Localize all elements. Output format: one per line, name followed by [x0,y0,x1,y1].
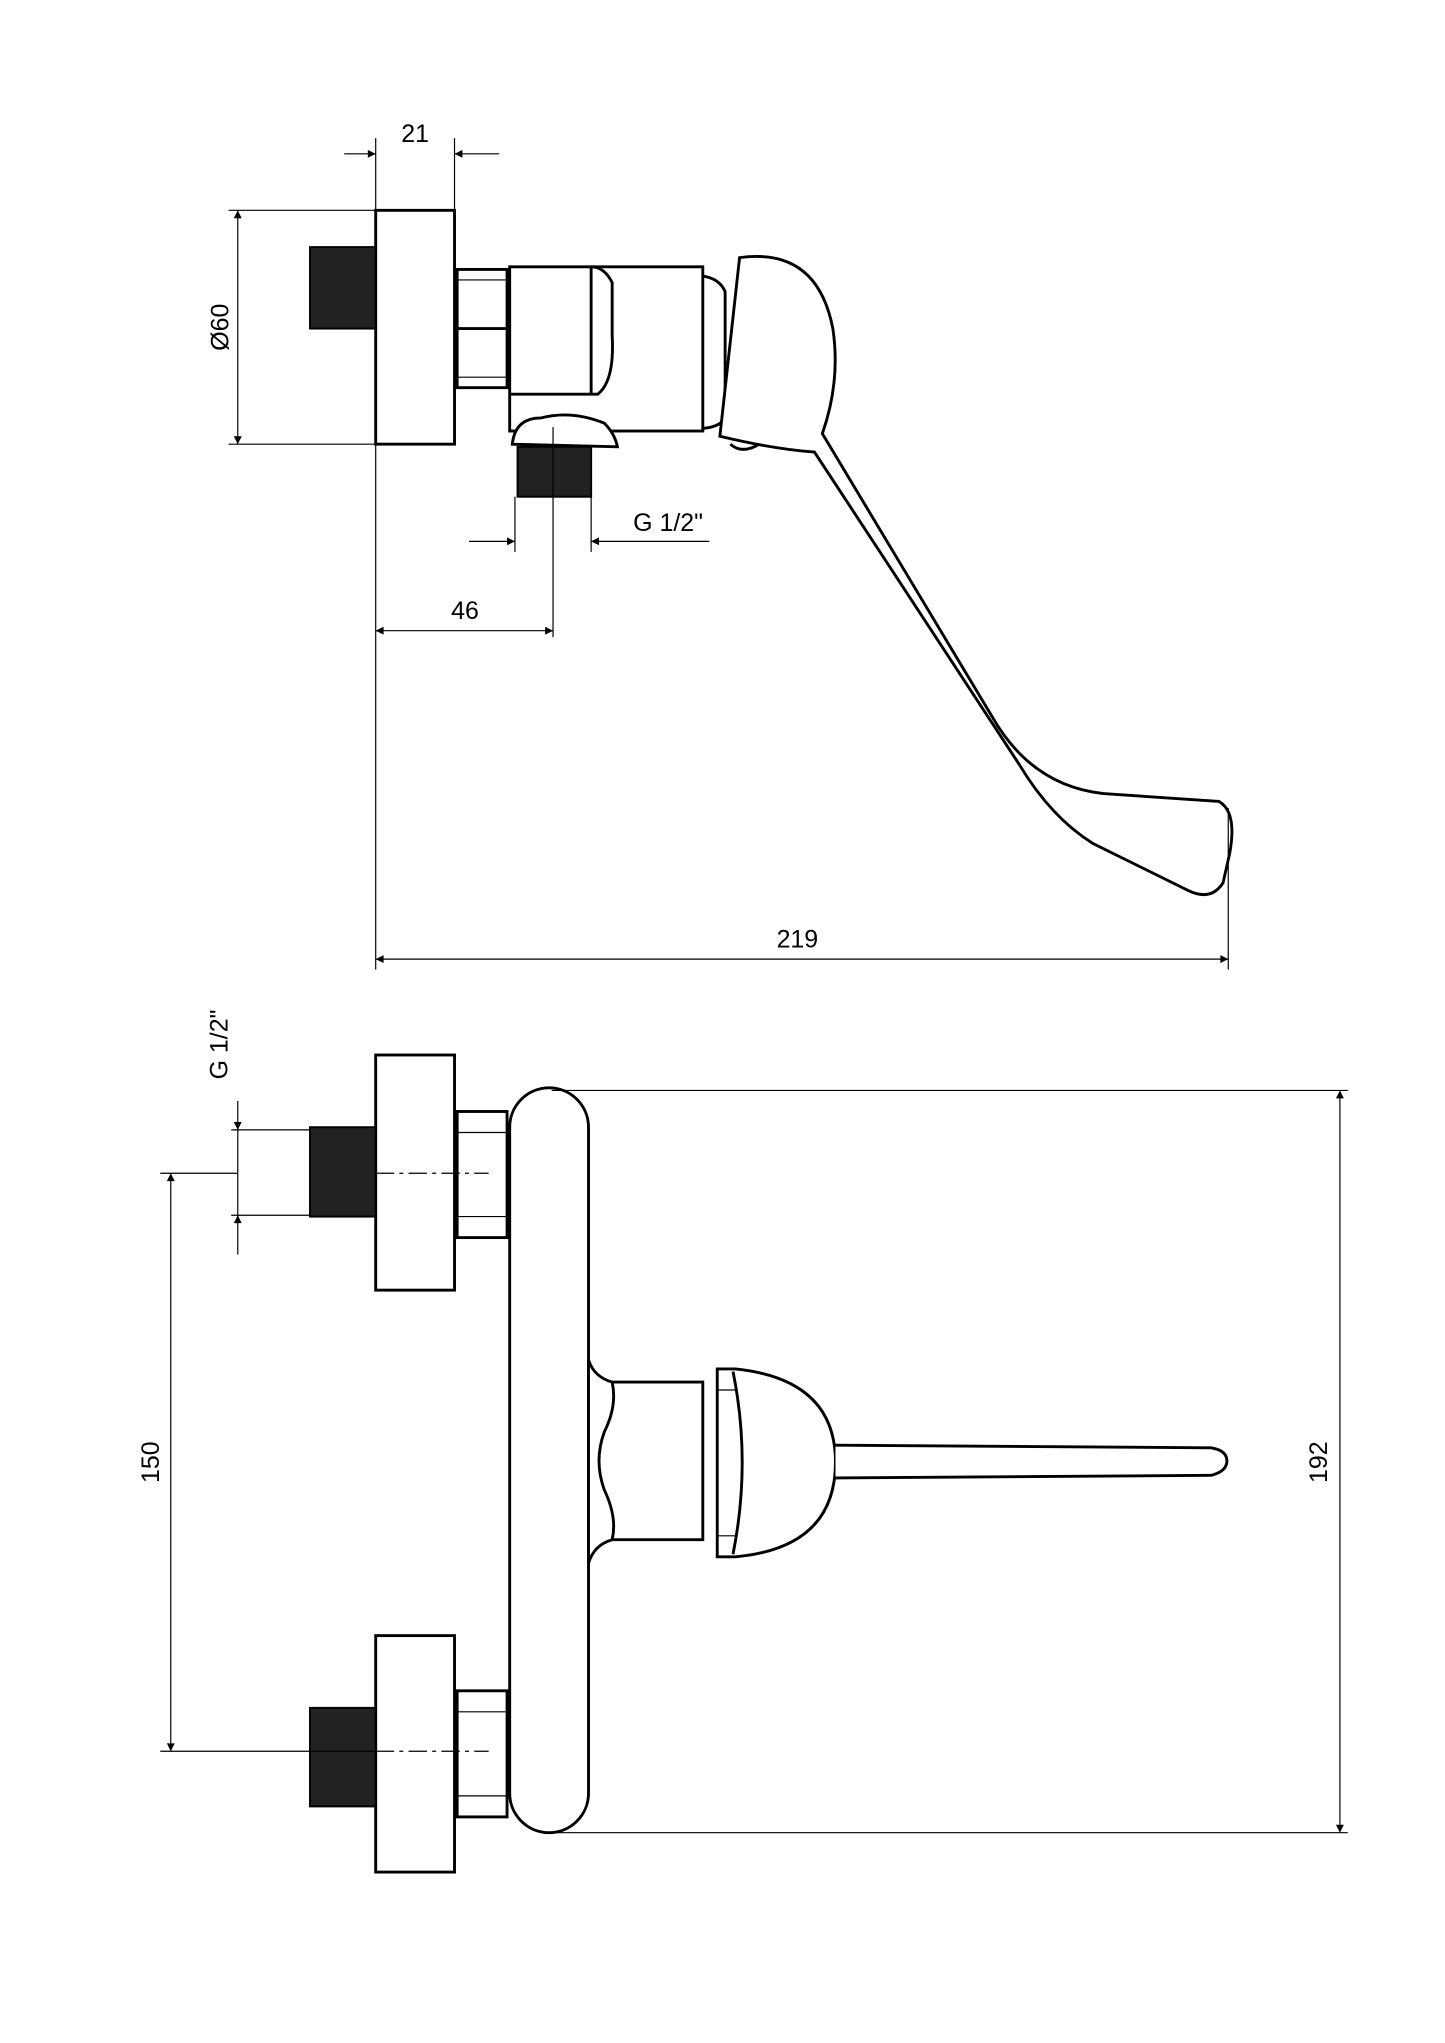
front-view: G 1/2" 150 [137,1010,1348,1874]
dimension-219: 219 [375,444,1229,970]
dimension-21: 21 [344,120,500,211]
dim-label-219: 219 [777,925,819,953]
mixer-body [508,265,727,449]
mixer-body-plate [508,1086,590,1835]
escutcheon-lower [374,1634,456,1874]
dim-label-46: 46 [451,597,479,625]
inlet-thread [309,246,377,330]
inlet-thread-lower [309,1706,377,1808]
hex-nut-lower [455,1689,509,1819]
dimension-192: 192 [551,1089,1348,1834]
hex-nut-upper [455,1110,509,1240]
dim-label-outlet-thread: G 1/2" [633,509,703,537]
dim-label-inlet-thread: G 1/2" [205,1010,233,1080]
lever-handle [718,255,1234,897]
dim-label-192: 192 [1305,1441,1333,1483]
dim-label-21: 21 [401,120,429,148]
escutcheon [374,208,456,446]
handle-hub [715,1367,837,1559]
dimension-outlet-thread: G 1/2" [468,496,710,552]
dimension-150: 150 [137,1172,376,1752]
lever-handle-front [835,1443,1229,1480]
outlet-thread [516,445,593,498]
dimension-46: 46 [375,427,554,638]
top-view: 21 Ø60 [207,120,1234,970]
dim-label-diameter: Ø60 [207,304,235,351]
escutcheon-upper [374,1053,456,1292]
hex-nut [455,267,509,390]
cartridge-housing [587,1359,705,1564]
dim-label-150: 150 [137,1441,165,1483]
dimension-diameter-60: Ø60 [207,209,376,445]
inlet-thread-upper [309,1126,377,1218]
dimension-inlet-thread: G 1/2" [205,1010,311,1255]
